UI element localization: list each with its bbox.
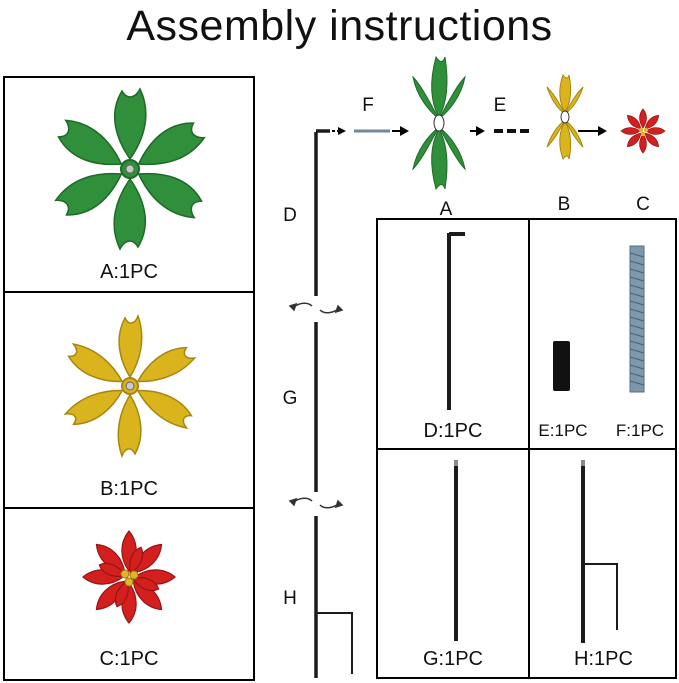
diagram-label-g: G <box>282 388 298 409</box>
part-e-label: E:1PC <box>538 421 588 440</box>
grid-divider-horizontal <box>376 448 677 450</box>
part-b-label: B:1PC <box>100 478 158 500</box>
assembly-gold-flower-icon <box>546 73 584 161</box>
threaded-rod-f-icon <box>629 245 645 393</box>
part-a-label: A:1PC <box>100 261 158 283</box>
diagram-label-e: E <box>493 95 507 116</box>
part-a-box: A:1PC <box>3 76 255 293</box>
part-b-box: B:1PC <box>3 291 255 509</box>
part-g-label: G:1PC <box>422 648 484 670</box>
twist-icon-1 <box>288 302 344 314</box>
diagram-label-h: H <box>283 588 297 609</box>
part-c-box: C:1PC <box>3 507 255 681</box>
diagram-label-a: A <box>439 199 453 220</box>
diagram-label-f: F <box>362 95 374 116</box>
diagram-label-c: C <box>636 194 650 215</box>
diagram-label-b: B <box>557 194 571 215</box>
green-flower-icon <box>54 87 206 251</box>
assembly-green-flower-icon <box>412 55 466 191</box>
twist-icon-2 <box>288 497 344 509</box>
gold-flower-icon <box>63 313 197 459</box>
part-h-label: H:1PC <box>574 648 633 670</box>
part-f-label: F:1PC <box>615 421 665 440</box>
rod-g-icon <box>454 460 458 641</box>
rod-d-icon <box>447 232 465 410</box>
diagram-label-d: D <box>283 205 297 226</box>
part-c-label: C:1PC <box>99 648 159 670</box>
spacer-e-icon <box>553 341 570 391</box>
red-flower-icon <box>82 530 176 624</box>
page-title: Assembly instructions <box>126 2 553 50</box>
stake-h-icon <box>581 460 618 643</box>
part-d-label: D:1PC <box>423 420 483 442</box>
assembly-red-flower-icon <box>620 108 666 154</box>
